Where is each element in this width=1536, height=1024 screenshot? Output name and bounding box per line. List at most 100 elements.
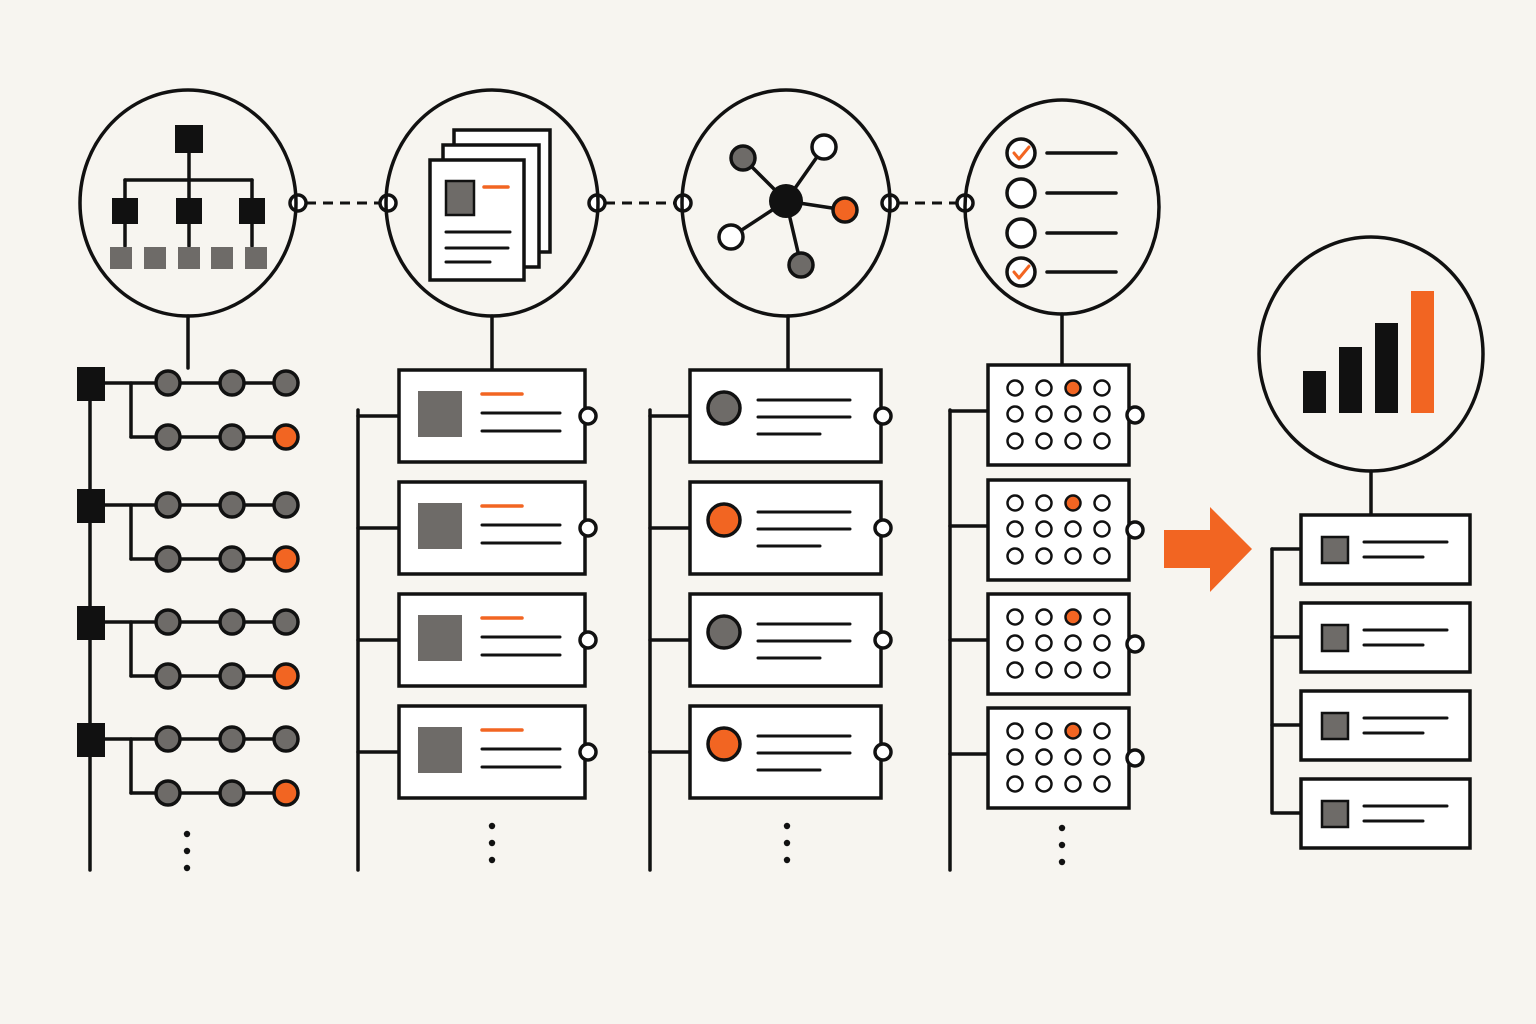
grid-dot <box>1035 405 1053 423</box>
entity-card <box>648 592 893 688</box>
continuation-dots <box>183 830 191 872</box>
grid-dot <box>1006 494 1024 512</box>
stage-hierarchy <box>77 88 300 872</box>
dot-grid-card <box>948 592 1145 696</box>
document-card <box>356 368 598 464</box>
chain-node-highlight <box>272 779 300 807</box>
grid-dot <box>1064 775 1082 793</box>
card-port <box>1125 748 1145 768</box>
node-chain-row <box>77 367 300 451</box>
continuation-dot <box>1058 841 1066 849</box>
grid-dot <box>1093 634 1111 652</box>
entity-card <box>648 704 893 800</box>
continuation-dot <box>1058 824 1066 832</box>
graph-node <box>717 223 745 251</box>
chain-node <box>154 491 182 519</box>
hierarchy-icon <box>110 125 267 269</box>
chain-node <box>218 608 246 636</box>
stage-network <box>648 88 893 872</box>
grid-dot <box>1035 547 1053 565</box>
node-chain-row <box>77 489 300 573</box>
checklist-icon <box>1005 137 1118 288</box>
grid-dot <box>1035 661 1053 679</box>
chain-anchor <box>77 489 105 523</box>
chain-node <box>218 725 246 753</box>
card-thumbnail <box>418 727 462 773</box>
grid-dot <box>1093 405 1111 423</box>
chain-node-highlight <box>272 662 300 690</box>
card-port <box>578 630 598 650</box>
graph-node-highlight <box>831 196 859 224</box>
checklist-item <box>1005 256 1118 288</box>
chain-node <box>154 725 182 753</box>
grid-dot <box>1064 748 1082 766</box>
checkbox <box>1005 137 1037 169</box>
card-thumbnail <box>418 503 462 549</box>
card-port <box>873 406 893 426</box>
bar-chart-icon <box>1303 291 1434 413</box>
org-child-node <box>239 198 265 224</box>
result-card <box>1270 601 1472 674</box>
chart-bar-highlight <box>1411 291 1434 413</box>
stage-checklist <box>948 98 1161 872</box>
dot-grid-card <box>948 706 1145 810</box>
org-child-node <box>176 198 202 224</box>
chain-node <box>154 662 182 690</box>
arrow-right-icon <box>1164 507 1252 592</box>
chain-node <box>154 779 182 807</box>
document-card <box>356 592 598 688</box>
continuation-dot <box>783 839 791 847</box>
continuation-dot <box>183 847 191 855</box>
chain-anchor <box>77 606 105 640</box>
stage-results <box>1257 235 1485 850</box>
org-leaf-node <box>211 247 233 269</box>
org-leaf-node <box>144 247 166 269</box>
grid-dot-highlight <box>1064 494 1082 512</box>
continuation-dot <box>783 856 791 864</box>
grid-dot <box>1006 661 1024 679</box>
grid-dot <box>1006 608 1024 626</box>
card-port <box>578 406 598 426</box>
grid-dot <box>1093 748 1111 766</box>
result-thumbnail <box>1320 711 1350 741</box>
stage-circle <box>680 88 892 318</box>
checklist-item <box>1005 137 1118 169</box>
grid-dot <box>1093 547 1111 565</box>
link-port <box>378 193 398 213</box>
continuation-dot <box>488 839 496 847</box>
grid-dot <box>1064 547 1082 565</box>
result-card-list <box>1270 513 1472 850</box>
grid-dot <box>1006 405 1024 423</box>
documents-icon <box>428 128 552 282</box>
grid-dot <box>1093 494 1111 512</box>
dot-grid-list <box>948 363 1145 872</box>
grid-dot <box>1006 748 1024 766</box>
entity-card <box>648 368 893 464</box>
document-card-list <box>356 368 598 872</box>
entity-avatar <box>706 614 742 650</box>
chain-node <box>218 369 246 397</box>
grid-dot-highlight <box>1064 722 1082 740</box>
continuation-dots <box>1058 824 1066 866</box>
graph-node <box>787 251 815 279</box>
continuation-dots <box>783 822 791 864</box>
card-port <box>578 518 598 538</box>
card-port <box>873 742 893 762</box>
card-port <box>1125 520 1145 540</box>
grid-dot <box>1035 494 1053 512</box>
grid-dot <box>1093 661 1111 679</box>
chain-node-highlight <box>272 423 300 451</box>
entity-card-list <box>648 368 893 872</box>
card-port <box>873 518 893 538</box>
chain-node <box>218 491 246 519</box>
grid-dot <box>1006 634 1024 652</box>
continuation-dot <box>1058 858 1066 866</box>
card-port <box>1125 634 1145 654</box>
chain-anchor <box>77 723 105 757</box>
stage-documents <box>356 88 600 872</box>
dot-grid-card <box>948 478 1145 582</box>
grid-dot <box>1093 608 1111 626</box>
chain-node <box>154 423 182 451</box>
chain-node <box>154 545 182 573</box>
